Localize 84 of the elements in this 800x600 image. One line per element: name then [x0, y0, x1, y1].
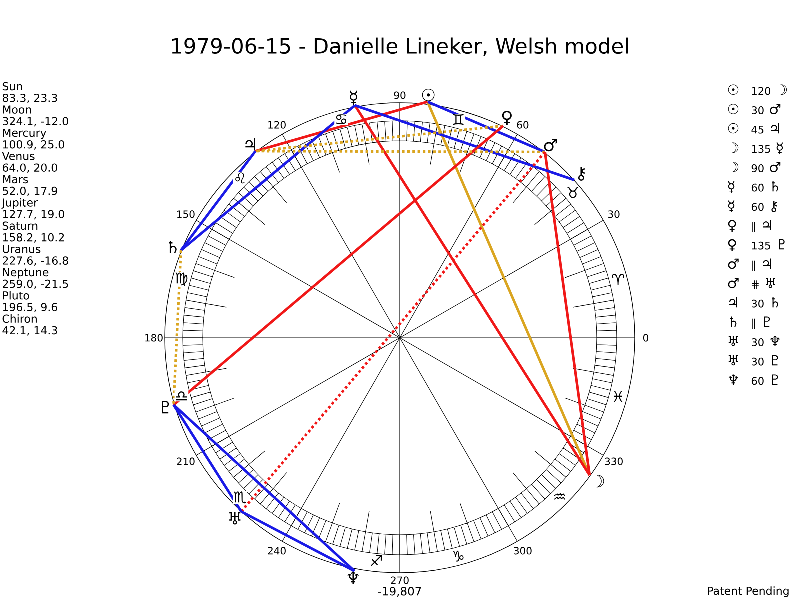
- planet-glyph: ☽: [732, 162, 739, 172]
- aspect-label: 120: [752, 87, 771, 96]
- planet-glyph: ♃: [730, 297, 738, 308]
- footer-text: Patent Pending: [708, 586, 789, 598]
- aspect-label: 135: [752, 242, 770, 250]
- planet-name: Uranus: [3, 245, 41, 254]
- planet-glyph: ☉: [728, 123, 739, 134]
- planet-glyph: ♅: [728, 355, 738, 366]
- aspect-label: 60: [752, 203, 764, 212]
- aspect-line: [172, 250, 183, 406]
- planet-glyph: ♇: [162, 401, 170, 414]
- aspect-label: ∥: [752, 260, 756, 272]
- planet-name: Neptune: [3, 268, 49, 279]
- aspect-label: 45: [752, 126, 764, 134]
- planet-glyph: ♀: [728, 239, 736, 252]
- aspect-label: ∥: [752, 318, 756, 330]
- aspect-label: 30: [752, 358, 764, 366]
- degree-label: 270: [391, 576, 409, 584]
- planet-glyph: ♇: [772, 355, 778, 366]
- planet-name: Moon: [3, 106, 32, 114]
- planet-glyph: ☿: [350, 90, 358, 105]
- position-text: 127.7, 19.0: [3, 210, 64, 220]
- planet-glyph: ☿: [776, 142, 784, 154]
- position-text: 324.1, -12.0: [3, 117, 68, 127]
- planet-glyph: ♂: [728, 278, 739, 288]
- planet-glyph: ♃: [771, 123, 780, 134]
- aspect-label: ∥: [752, 222, 756, 233]
- planet-glyph: ☉: [728, 84, 739, 95]
- planet-glyph: ♆: [770, 336, 780, 346]
- position-text: 227.6, -16.8: [3, 256, 68, 266]
- planet-glyph: ♆: [728, 374, 738, 385]
- planet-glyph: ♃: [763, 220, 772, 230]
- planet-glyph: ☿: [728, 181, 735, 194]
- aspect-label: 135: [752, 145, 770, 154]
- planet-glyph: ☉: [422, 88, 435, 102]
- planet-glyph: ⚷: [772, 201, 778, 212]
- planet-glyph: ♃: [763, 258, 772, 269]
- aspect-label: 30: [752, 300, 764, 308]
- planet-glyph: ♀: [728, 220, 736, 232]
- aspect-label: 60: [752, 184, 764, 192]
- position-text: 196.5, 9.6: [3, 303, 58, 313]
- aspect-label: 30: [752, 338, 764, 346]
- planet-glyph: ♅: [728, 336, 738, 346]
- planet-glyph: ♄: [772, 297, 778, 308]
- chart-title: 1979-06-15 - Danielle Lineker, Welsh model: [172, 38, 628, 56]
- position-text: 259.0, -21.5: [3, 280, 68, 290]
- planet-glyph: ♇: [764, 316, 770, 327]
- position-text: 42.1, 14.3: [2, 326, 58, 336]
- planet-name: Jupiter: [2, 198, 38, 209]
- planet-glyph: ♇: [772, 374, 778, 385]
- planet-name: Sun: [2, 82, 22, 91]
- planet-glyph: ♄: [169, 241, 177, 254]
- planet-glyph: ♄: [772, 181, 778, 192]
- planet-name: Mercury: [3, 128, 46, 140]
- planet-glyph: ♂: [770, 104, 781, 115]
- planet-glyph: ♇: [779, 239, 785, 250]
- aspect-label: 90: [752, 164, 764, 172]
- position-text: 52.0, 17.9: [3, 186, 58, 196]
- position-text: 100.9, 25.0: [3, 140, 64, 150]
- position-text: 64.0, 20.0: [2, 164, 58, 174]
- planet-name: Chiron: [2, 314, 37, 324]
- zodiac-glyph: ♐: [370, 555, 384, 566]
- planet-glyph: ♂: [770, 162, 781, 173]
- planet-name: Venus: [2, 152, 35, 160]
- degree-label: 90: [394, 92, 406, 100]
- planet-name: Saturn: [2, 222, 38, 230]
- aspect-label: 30: [752, 106, 764, 114]
- planet-glyph: ☽: [780, 84, 788, 95]
- planet-glyph: ☉: [728, 104, 739, 114]
- planet-glyph: ☿: [728, 200, 735, 212]
- planet-glyph: ♂: [728, 258, 739, 270]
- aspect-label: 60: [752, 377, 764, 386]
- position-text: 158.2, 10.2: [3, 233, 64, 243]
- degree-label: 0: [643, 334, 649, 342]
- planet-glyph: ♆: [348, 572, 359, 584]
- number-label: -19,807: [378, 587, 422, 597]
- planet-glyph: ♄: [730, 316, 737, 327]
- position-text: 83.3, 23.3: [2, 94, 58, 104]
- planet-name: Mars: [3, 175, 28, 184]
- planet-name: Pluto: [3, 291, 30, 300]
- degree-label: 180: [146, 334, 163, 342]
- aspect-label: ⋕: [752, 280, 759, 290]
- planet-glyph: ♅: [766, 278, 776, 288]
- planet-glyph: ☽: [732, 142, 739, 153]
